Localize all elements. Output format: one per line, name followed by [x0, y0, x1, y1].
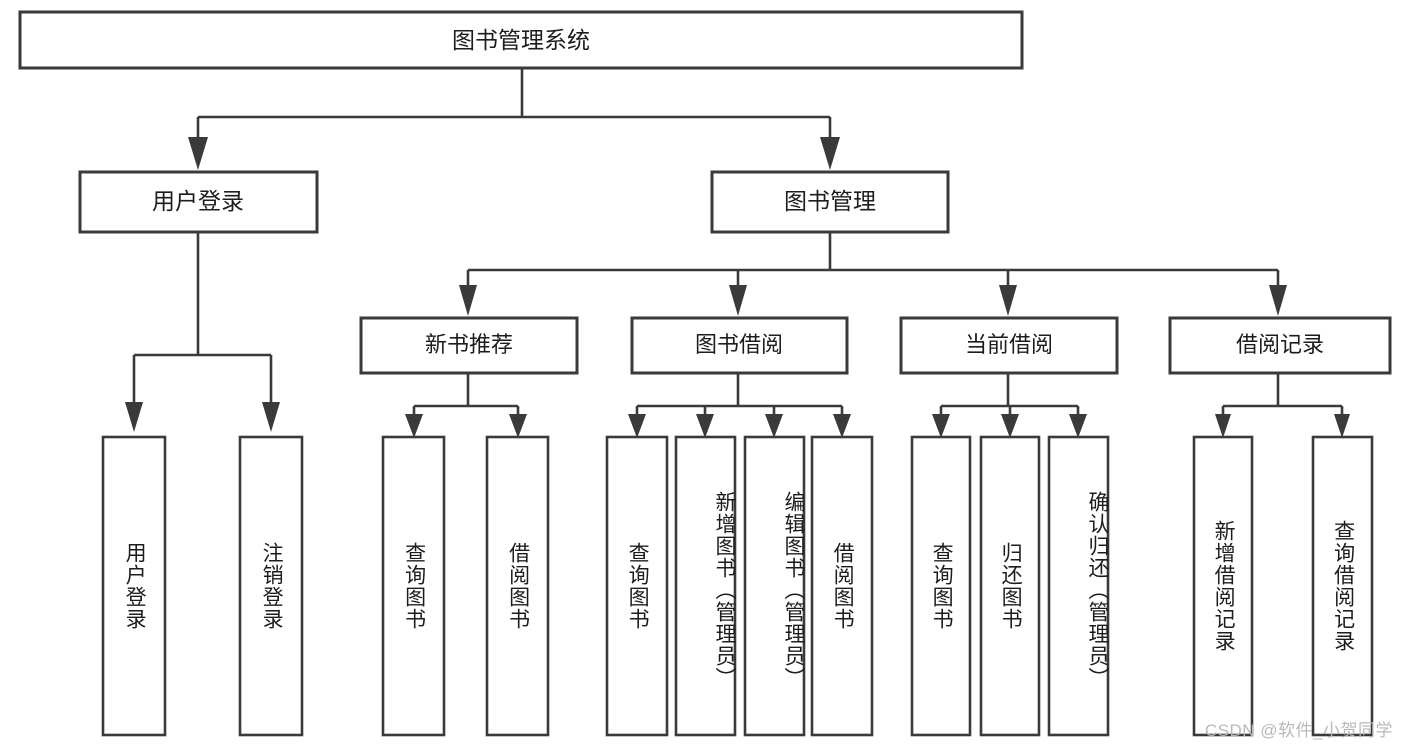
- node-borrow-record-label: 借阅记录: [1236, 332, 1324, 357]
- leaf-box-newbook-borrow[interactable]: [485, 435, 550, 737]
- node-new-book-recommend[interactable]: 新书推荐: [359, 316, 579, 375]
- arrowhead-newbook-leaf2: [509, 414, 527, 438]
- leaf-box-currentborrow-confirm[interactable]: [1047, 435, 1110, 737]
- node-book-management[interactable]: 图书管理: [710, 170, 950, 234]
- arrowhead-leaf-user-login: [125, 402, 143, 432]
- leaf-box-bookborrow-edit[interactable]: [743, 435, 806, 737]
- leaf-boxes-current-borrow: [910, 435, 1110, 737]
- leaf-boxes-book-borrow: [605, 435, 874, 737]
- arrowhead-leaf-logout: [262, 402, 280, 432]
- leaf-box-logout[interactable]: [238, 435, 304, 737]
- arrowhead-book-borrow: [729, 285, 747, 316]
- node-book-borrow[interactable]: 图书借阅: [630, 316, 849, 375]
- leaf-box-bookborrow-borrow[interactable]: [810, 435, 874, 737]
- arrowhead-bookborrow-leaf3: [765, 414, 783, 438]
- arrowhead-new-book: [459, 285, 477, 316]
- leaf-box-newbook-query[interactable]: [381, 435, 446, 737]
- leaf-box-bookborrow-query[interactable]: [605, 435, 669, 737]
- arrowhead-newbook-leaf1: [405, 414, 423, 438]
- node-book-borrow-label: 图书借阅: [695, 332, 783, 357]
- arrowhead-user-login: [188, 137, 208, 170]
- connector-group-book-borrow: [628, 373, 851, 438]
- leaf-box-bookborrow-add[interactable]: [674, 435, 737, 737]
- node-book-management-label: 图书管理: [784, 188, 876, 214]
- node-book-borrow-box[interactable]: [630, 316, 849, 375]
- node-borrow-record-box[interactable]: [1168, 316, 1392, 375]
- node-user-login-label: 用户登录: [152, 188, 244, 214]
- node-book-management-box[interactable]: [710, 170, 950, 234]
- connector-group-root: [188, 68, 840, 170]
- arrowhead-currentborrow-leaf2: [1001, 414, 1019, 438]
- leaf-box-borrowrecord-add[interactable]: [1192, 435, 1254, 737]
- node-root-system-box[interactable]: [18, 10, 1024, 70]
- arrowhead-currentborrow-leaf3: [1069, 414, 1087, 438]
- arrowhead-currentborrow-leaf1: [932, 414, 950, 438]
- node-new-book-recommend-box[interactable]: [359, 316, 579, 375]
- connector-group-book-mgmt: [459, 232, 1287, 316]
- leaf-boxes-borrow-record: [1192, 435, 1374, 737]
- node-user-login-box[interactable]: [78, 170, 319, 234]
- connector-group-borrow-record: [1215, 373, 1350, 438]
- csdn-watermark: CSDN @软件_小贺同学: [1204, 721, 1393, 740]
- node-current-borrow-box[interactable]: [899, 316, 1119, 375]
- arrowhead-bookborrow-leaf4: [833, 414, 851, 438]
- leaf-box-currentborrow-query[interactable]: [910, 435, 972, 737]
- arrowhead-book-mgmt: [820, 137, 840, 170]
- connector-group-current-borrow: [932, 373, 1087, 438]
- arrowhead-bookborrow-leaf1: [628, 414, 646, 438]
- leaf-box-currentborrow-return[interactable]: [979, 435, 1041, 737]
- arrowhead-borrowrecord-leaf2: [1334, 414, 1350, 438]
- node-new-book-recommend-label: 新书推荐: [425, 332, 513, 357]
- leaf-boxes-user-login: [101, 435, 304, 737]
- arrowhead-current-borrow: [999, 285, 1017, 316]
- leaf-boxes-new-book-recommend: [381, 435, 550, 737]
- arrowhead-bookborrow-leaf2: [696, 414, 714, 438]
- leaf-box-borrowrecord-query[interactable]: [1311, 435, 1374, 737]
- node-current-borrow[interactable]: 当前借阅: [899, 316, 1119, 375]
- connector-group-new-book: [405, 373, 527, 438]
- arrowhead-borrow-record: [1269, 285, 1287, 316]
- node-user-login[interactable]: 用户登录: [78, 170, 319, 234]
- arrowhead-borrowrecord-leaf1: [1215, 414, 1231, 438]
- node-root-system[interactable]: 图书管理系统: [18, 10, 1024, 70]
- leaf-box-user-login[interactable]: [101, 435, 167, 737]
- node-current-borrow-label: 当前借阅: [965, 332, 1053, 357]
- connector-group-user-login: [125, 232, 280, 432]
- node-root-system-label: 图书管理系统: [452, 27, 590, 53]
- node-borrow-record[interactable]: 借阅记录: [1168, 316, 1392, 375]
